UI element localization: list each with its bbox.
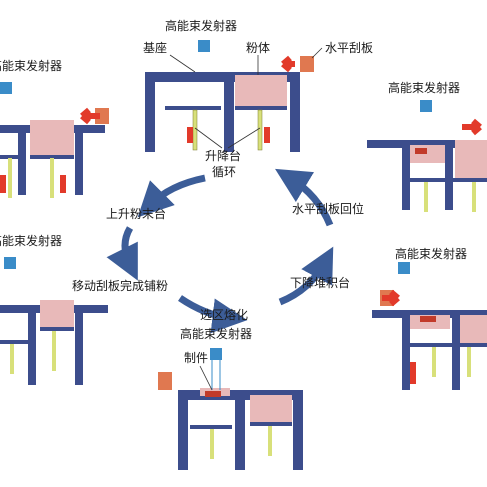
machine-left-bottom <box>0 257 108 385</box>
label-powder: 粉体 <box>246 41 270 55</box>
label-raise: 上升粉末台 <box>106 206 166 221</box>
labels: 高能束发射器 基座 粉体 水平刮板 升降台 循环 高能束发射器 高能束发射器 上… <box>0 18 467 365</box>
leader-lines <box>169 47 323 391</box>
label-melt: 选区熔化 <box>200 307 248 322</box>
machine-left-top <box>0 82 109 198</box>
label-emitter-right-bottom: 高能束发射器 <box>395 246 467 261</box>
machine-bottom <box>158 348 303 470</box>
machine-top <box>145 40 314 152</box>
machine-right-bottom <box>372 262 487 390</box>
label-emitter-bottom: 高能束发射器 <box>180 326 252 341</box>
label-scraper: 水平刮板 <box>325 41 373 55</box>
label-emitter-top: 高能束发射器 <box>165 18 237 33</box>
label-emitter-left-bottom: 高能束发射器 <box>0 233 62 248</box>
label-spread: 移动刮板完成铺粉 <box>72 278 168 293</box>
label-emitter-right-top: 高能束发射器 <box>388 80 460 95</box>
label-base: 基座 <box>143 40 167 55</box>
label-lower: 下降堆积台 <box>290 275 350 290</box>
label-platform: 升降台 <box>205 148 241 163</box>
cycle-arrows <box>106 168 334 334</box>
label-part: 制件 <box>184 351 208 365</box>
machine-right-top <box>367 100 487 212</box>
label-emitter-left-top: 高能束发射器 <box>0 58 62 73</box>
label-cycle: 循环 <box>212 165 236 179</box>
label-return: 水平刮板回位 <box>292 201 364 216</box>
